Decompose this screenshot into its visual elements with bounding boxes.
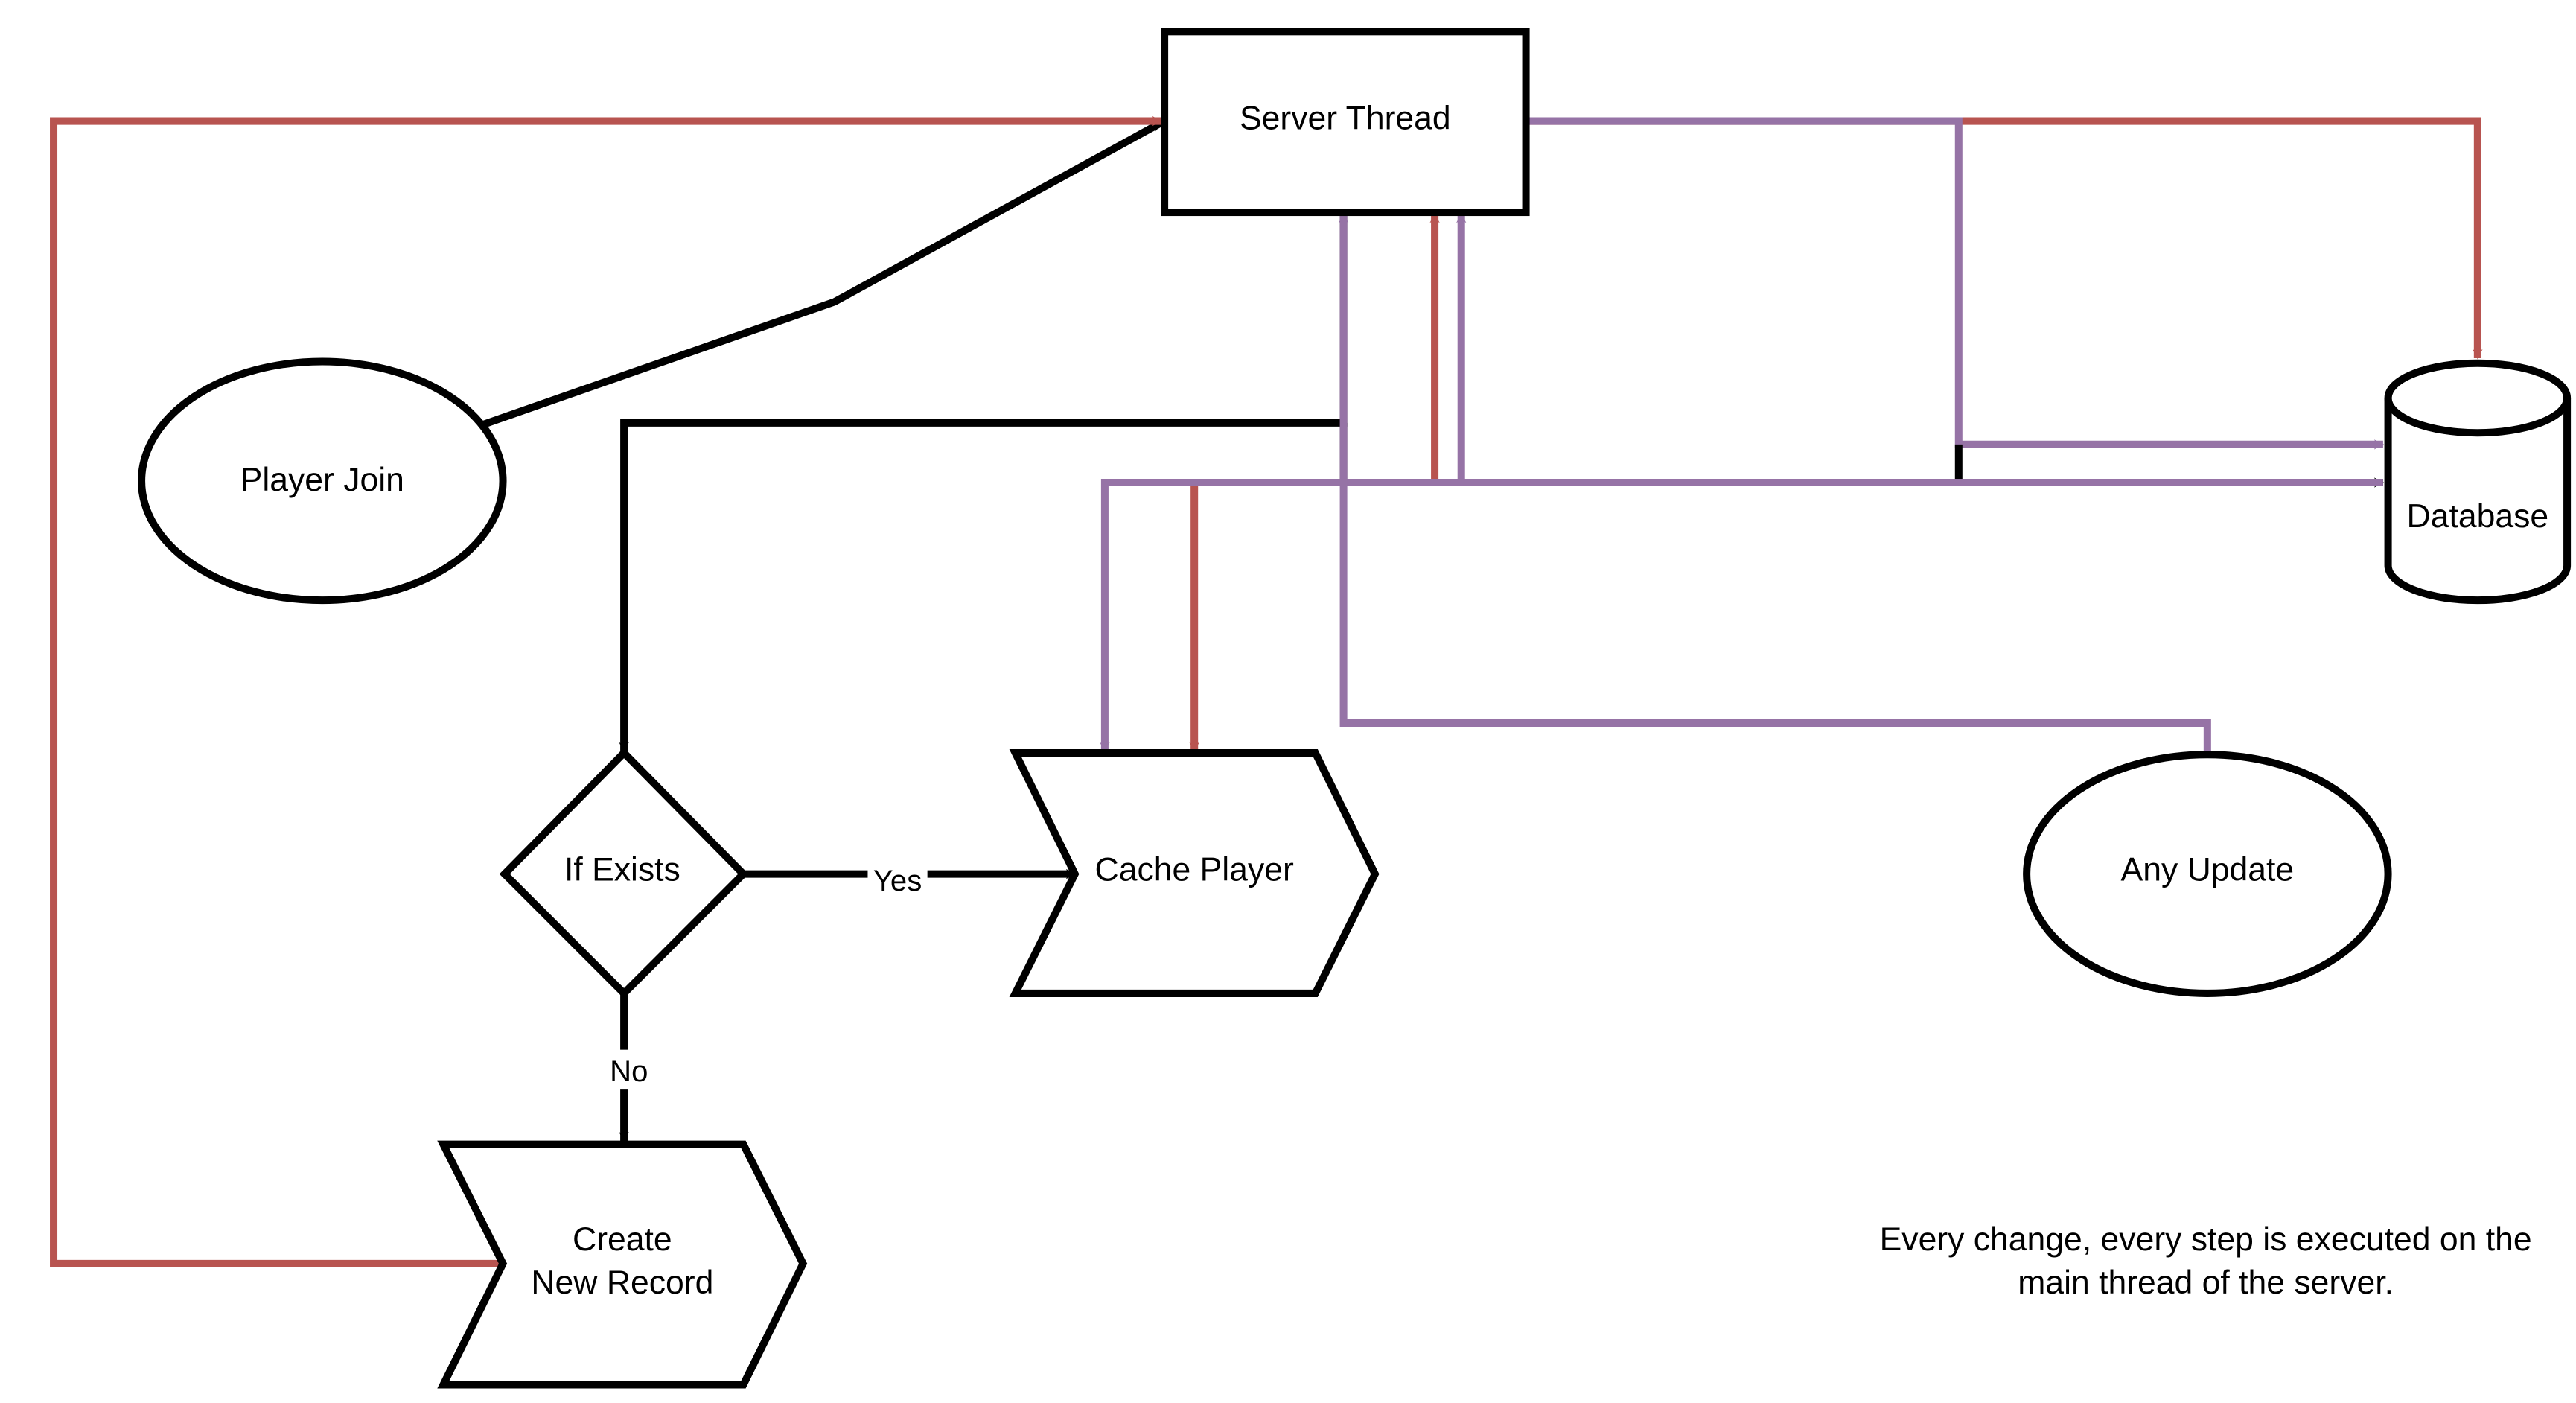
node-player-join: Player Join xyxy=(138,357,507,605)
edge-server-to-database-purple xyxy=(1525,117,2385,450)
yes-label: Yes xyxy=(873,865,922,897)
note-line-2: main thread of the server. xyxy=(2018,1264,2394,1301)
edge-server-to-database-red xyxy=(1525,117,2483,360)
create-new-record-label-line2: New Record xyxy=(531,1264,713,1301)
edge-label-yes: Yes xyxy=(867,859,928,897)
server-thread-label: Server Thread xyxy=(1240,101,1451,137)
node-any-update: Any Update xyxy=(2023,751,2392,997)
node-cache-player: Cache Player xyxy=(1009,749,1380,997)
any-update-label: Any Update xyxy=(2121,852,2295,888)
node-server-thread: Server Thread xyxy=(1161,28,1530,217)
note: Every change, every step is executed on … xyxy=(1880,1221,2532,1301)
cache-player-label: Cache Player xyxy=(1095,852,1294,888)
node-if-exists: If Exists xyxy=(499,747,749,999)
edge-server-to-cache-red xyxy=(1189,479,1435,753)
edge-server-to-cache-purple xyxy=(1100,479,2383,753)
edge-create-record-to-server xyxy=(50,115,1162,1267)
edge-black-bus-to-database xyxy=(1339,422,2385,488)
create-new-record-label-line1: Create xyxy=(573,1221,672,1258)
edge-label-no: No xyxy=(600,1049,657,1090)
note-line-1: Every change, every step is executed on … xyxy=(1880,1221,2532,1258)
if-exists-label: If Exists xyxy=(564,852,680,888)
player-join-label: Player Join xyxy=(240,462,404,498)
node-create-new-record: Create New Record xyxy=(437,1140,808,1389)
no-label: No xyxy=(610,1055,648,1088)
edge-any-update-to-server xyxy=(1338,212,2211,754)
edges xyxy=(50,115,2483,1267)
edge-player-join-to-server xyxy=(482,119,1164,428)
database-label: Database xyxy=(2407,498,2549,535)
node-database: Database xyxy=(2384,359,2572,605)
